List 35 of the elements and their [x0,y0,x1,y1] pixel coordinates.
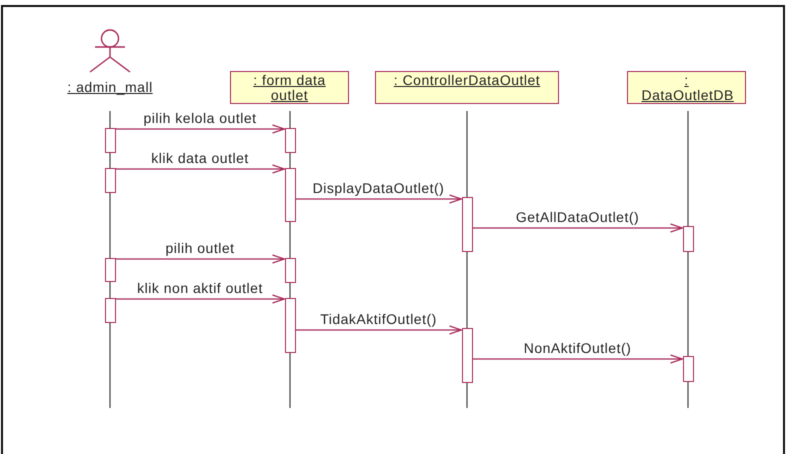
activation-bar [284,258,296,283]
message-label: TidakAktifOutlet() [320,311,437,327]
activation-bar [682,226,694,252]
activation-bar [462,328,472,383]
activation-bar [104,298,116,323]
object-box [627,71,746,104]
message-arrow [116,164,286,174]
activation-bar [104,128,116,153]
message-arrow [296,325,462,335]
actor-name: : admin_mall [67,79,153,95]
message-arrow [296,194,462,204]
object-name: : DataOutletDB [642,73,732,103]
message-label: pilih kelola outlet [144,110,256,126]
message-label: klik non aktif outlet [137,280,263,296]
message-arrow [472,223,684,233]
object-box [375,71,559,104]
message-label: DisplayDataOutlet() [312,180,444,196]
activation-bar [462,197,472,252]
message-label: pilih outlet [165,240,235,256]
activation-bar [284,128,296,153]
message-arrow [116,124,286,134]
object-name: : ControllerDataOutlet [394,73,540,88]
activation-bar [104,168,116,193]
activation-bar [284,298,296,353]
object-name: : form data outlet [252,73,327,103]
message-label: GetAllDataOutlet() [516,209,640,225]
activation-bar [104,258,116,282]
message-arrow [116,254,286,264]
message-label: NonAktifOutlet() [524,340,632,356]
message-arrow [472,354,684,364]
message-arrow [116,294,286,304]
activation-bar [682,356,694,382]
activation-bar [284,168,296,222]
object-box [230,71,349,104]
message-label: klik data outlet [151,150,249,166]
